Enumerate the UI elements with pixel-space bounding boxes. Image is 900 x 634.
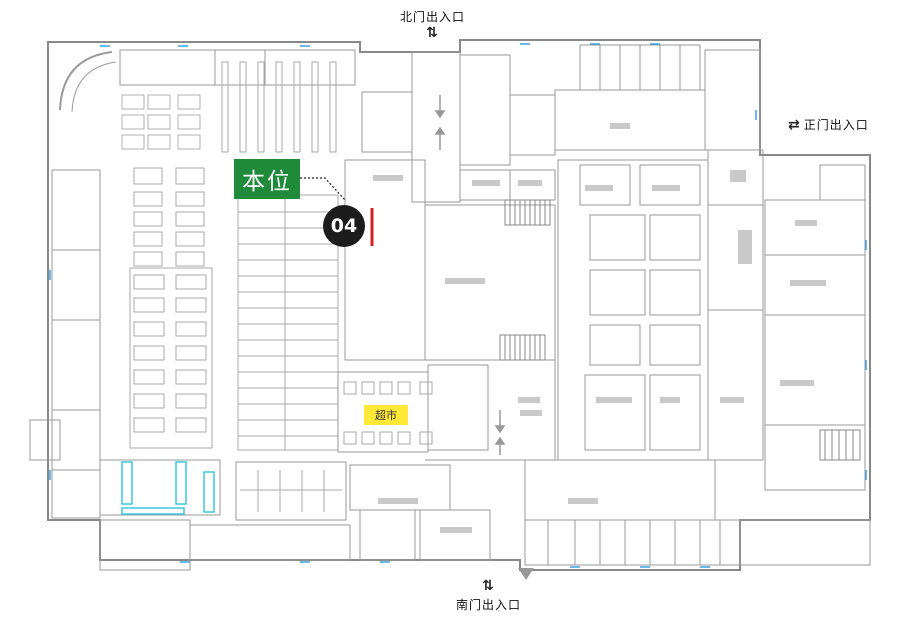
main-entrance-text: 正门出入口 bbox=[803, 118, 869, 132]
you-are-here-label: 本位 bbox=[234, 159, 300, 199]
north-entrance-label: 北门出入口 ⇅ bbox=[400, 8, 465, 41]
south-entrance-label: ⇅ 南门出入口 bbox=[456, 578, 521, 613]
location-number-badge: 04 bbox=[323, 205, 365, 247]
supermarket-tag: 超市 bbox=[364, 405, 408, 425]
north-entrance-text: 北门出入口 bbox=[400, 10, 466, 24]
up-down-arrows-icon: ⇅ bbox=[482, 578, 495, 594]
main-entrance-label: ⇄ 正门出入口 bbox=[788, 116, 869, 133]
left-right-arrows-icon: ⇄ bbox=[788, 116, 801, 133]
up-down-arrows-icon: ⇅ bbox=[426, 25, 439, 41]
south-entrance-text: 南门出入口 bbox=[456, 598, 522, 612]
